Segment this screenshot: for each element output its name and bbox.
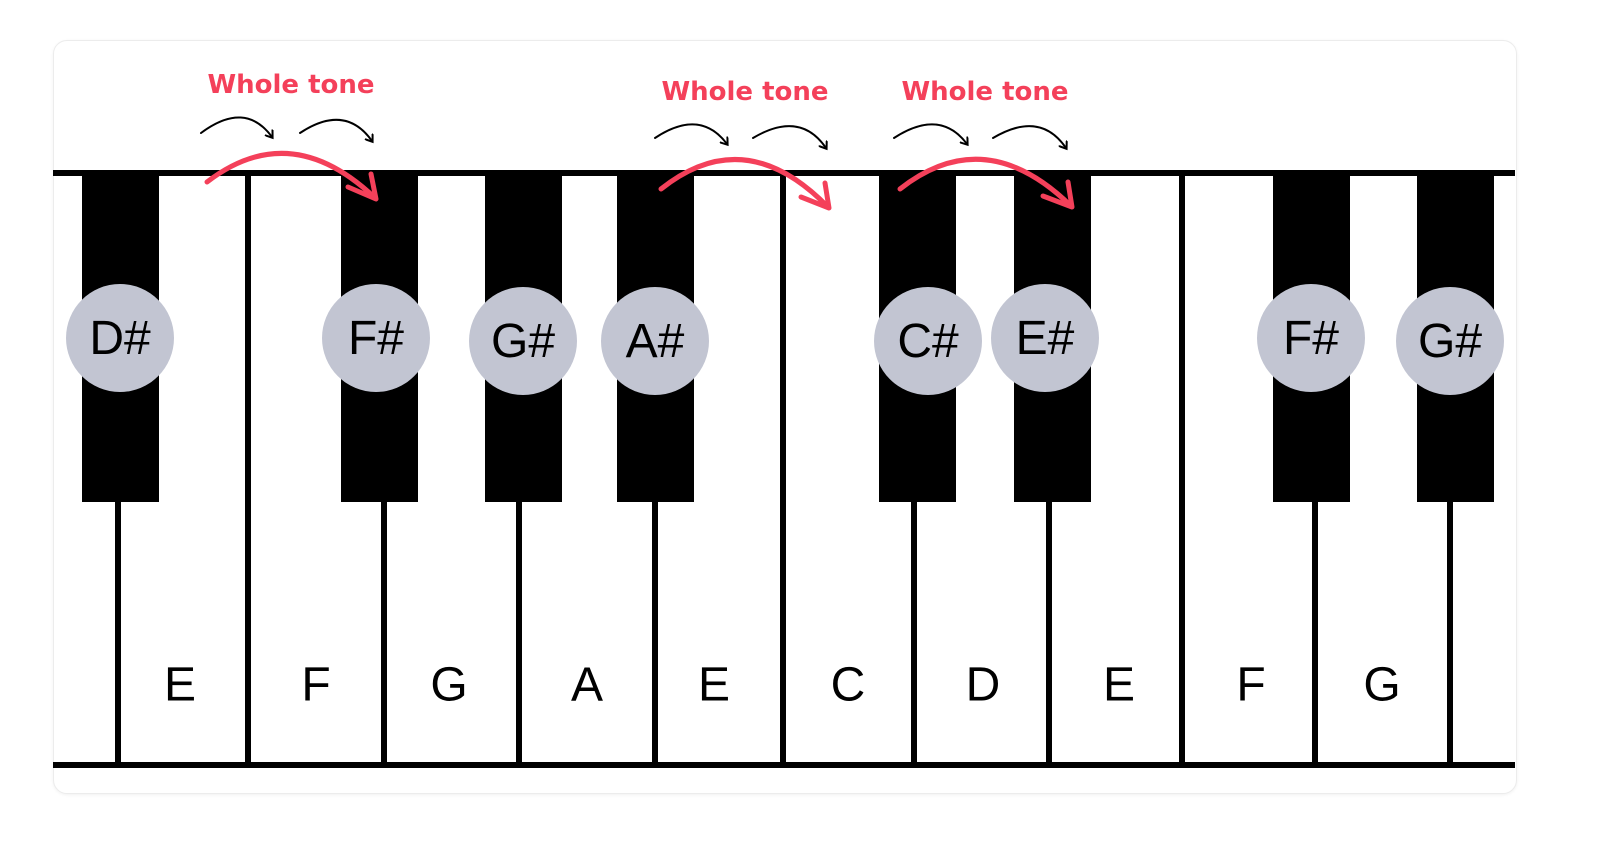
key-divider <box>1046 500 1052 768</box>
key-divider <box>115 500 121 768</box>
sharp-note-badge: C# <box>874 287 982 395</box>
white-key-label: D <box>965 658 1001 712</box>
sharp-note-badge: G# <box>1396 287 1504 395</box>
white-key-label: F <box>1236 658 1266 712</box>
semitone-arrow-icon <box>992 125 1066 148</box>
sharp-note-label: F# <box>347 311 404 365</box>
key-divider <box>1447 500 1453 768</box>
key-divider <box>911 500 917 768</box>
semitone-arrow-icon <box>752 125 826 148</box>
sharp-note-label: F# <box>1282 311 1339 365</box>
semitone-arrow-icon <box>654 123 727 144</box>
sharp-note-badge: D# <box>66 284 174 392</box>
key-divider <box>652 500 658 768</box>
whole-tone-arc-icon <box>204 150 377 200</box>
whole-tone-arrow-1 <box>204 150 379 202</box>
key-divider <box>381 500 387 768</box>
semitone-arrow-group-1 <box>200 116 372 141</box>
sharp-note-badge: F# <box>322 284 430 392</box>
white-key-label: F <box>301 658 331 712</box>
sharp-note-badge: A# <box>601 287 709 395</box>
sharp-note-badge: G# <box>469 287 577 395</box>
white-key-label: G <box>1363 658 1401 712</box>
key-divider <box>245 170 251 768</box>
sharp-note-label: C# <box>897 314 959 368</box>
whole-tone-arrow-2 <box>658 157 832 211</box>
sharp-note-badge: E# <box>991 284 1099 392</box>
arrowhead-icon <box>798 180 832 211</box>
sharp-note-label: G# <box>490 314 556 368</box>
semitone-arrow-group-2 <box>654 123 826 148</box>
white-key-label: E <box>1102 658 1136 712</box>
white-key-label: C <box>830 658 866 712</box>
sharp-note-label: E# <box>1015 311 1075 365</box>
semitone-arrow-group-3 <box>893 123 1066 148</box>
key-divider <box>516 500 522 768</box>
whole-tone-label: Whole tone <box>661 77 829 107</box>
key-divider <box>1312 500 1318 768</box>
white-key-label: E <box>163 658 197 712</box>
sharp-note-label: G# <box>1417 314 1483 368</box>
whole-tone-arrow-3 <box>897 156 1075 210</box>
whole-tone-label: Whole tone <box>207 70 375 100</box>
sharp-note-badge: F# <box>1257 284 1365 392</box>
semitone-arrow-icon <box>299 118 372 141</box>
whole-tone-label: Whole tone <box>901 77 1069 107</box>
white-key-label: E <box>697 658 731 712</box>
white-key-label: G <box>430 658 468 712</box>
sharp-note-label: D# <box>89 311 151 365</box>
arrowhead-icon <box>1040 179 1075 210</box>
semitone-arrow-icon <box>200 116 272 137</box>
key-divider <box>780 170 786 768</box>
semitone-arrow-icon <box>893 123 967 144</box>
sharp-note-label: A# <box>625 314 685 368</box>
white-key-label: A <box>570 658 604 712</box>
key-divider <box>1179 170 1185 768</box>
whole-tone-arc-icon <box>658 157 831 210</box>
arrowhead-icon <box>345 171 379 202</box>
whole-tone-arc-icon <box>897 156 1074 209</box>
